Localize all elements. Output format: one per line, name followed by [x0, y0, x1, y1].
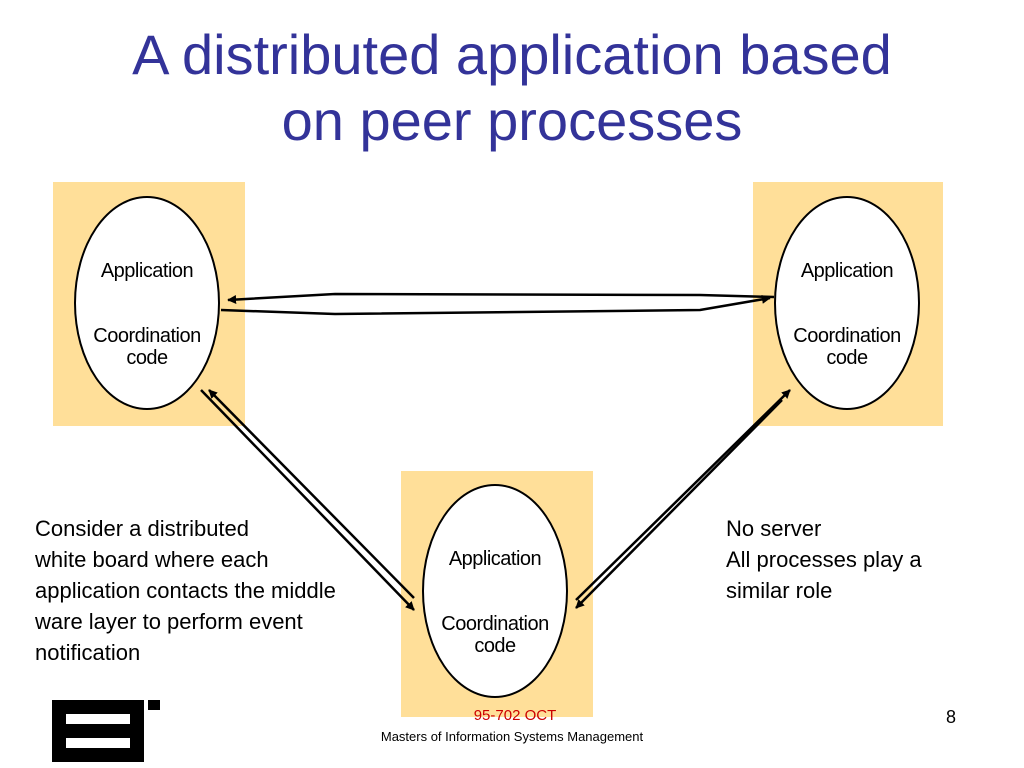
coordination-label-line-1: Coordination — [93, 325, 201, 347]
coordination-label-line-1: Coordination — [793, 325, 901, 347]
arrow-right-to-left — [227, 292, 775, 305]
application-label: Application — [800, 260, 894, 282]
left-note-line: white board where each — [35, 547, 269, 572]
left-note-line: ware layer to perform event — [35, 609, 303, 634]
application-label: Application — [100, 260, 194, 282]
footer-program: Masters of Information Systems Managemen… — [380, 729, 644, 744]
arrow-right-to-bottom — [575, 399, 783, 609]
slide-title: A distributed application based on peer … — [0, 22, 1024, 154]
title-line-2: on peer processes — [281, 89, 743, 152]
coordination-code-label: Coordination code — [424, 613, 566, 657]
application-label: Application — [448, 548, 542, 570]
process-ellipse-right: Application Coordination code — [774, 196, 920, 410]
page-number: 8 — [946, 707, 957, 727]
title-line-1: A distributed application based — [132, 23, 892, 86]
coordination-code-label: Coordination code — [76, 325, 218, 369]
arrow-left-to-bottom — [200, 389, 415, 611]
process-ellipse-bottom: Application Coordination code — [422, 484, 568, 698]
left-note-line: Consider a distributed — [35, 516, 250, 541]
left-note-line: application contacts the middle — [35, 578, 336, 603]
arrow-bottom-to-left — [208, 389, 415, 599]
coordination-label-line-1: Coordination — [441, 613, 549, 635]
arrow-bottom-to-right — [575, 389, 791, 601]
left-note-line: notification — [35, 640, 141, 665]
right-note-line: similar role — [726, 578, 833, 603]
right-note-line: All processes play a — [726, 547, 922, 572]
cmu-heinz-logo-icon — [52, 700, 160, 762]
coordination-label-line-2: code — [474, 635, 516, 657]
coordination-label-line-2: code — [826, 347, 868, 369]
coordination-code-label: Coordination code — [776, 325, 918, 369]
right-note-line: No server — [726, 516, 822, 541]
left-note: Consider a distributed white board where… — [35, 513, 336, 668]
coordination-label-line-2: code — [126, 347, 168, 369]
arrow-left-to-right — [220, 294, 771, 316]
course-number: 95-702 OCT — [473, 707, 557, 724]
process-ellipse-left: Application Coordination code — [74, 196, 220, 410]
right-note: No server All processes play a similar r… — [726, 513, 922, 606]
